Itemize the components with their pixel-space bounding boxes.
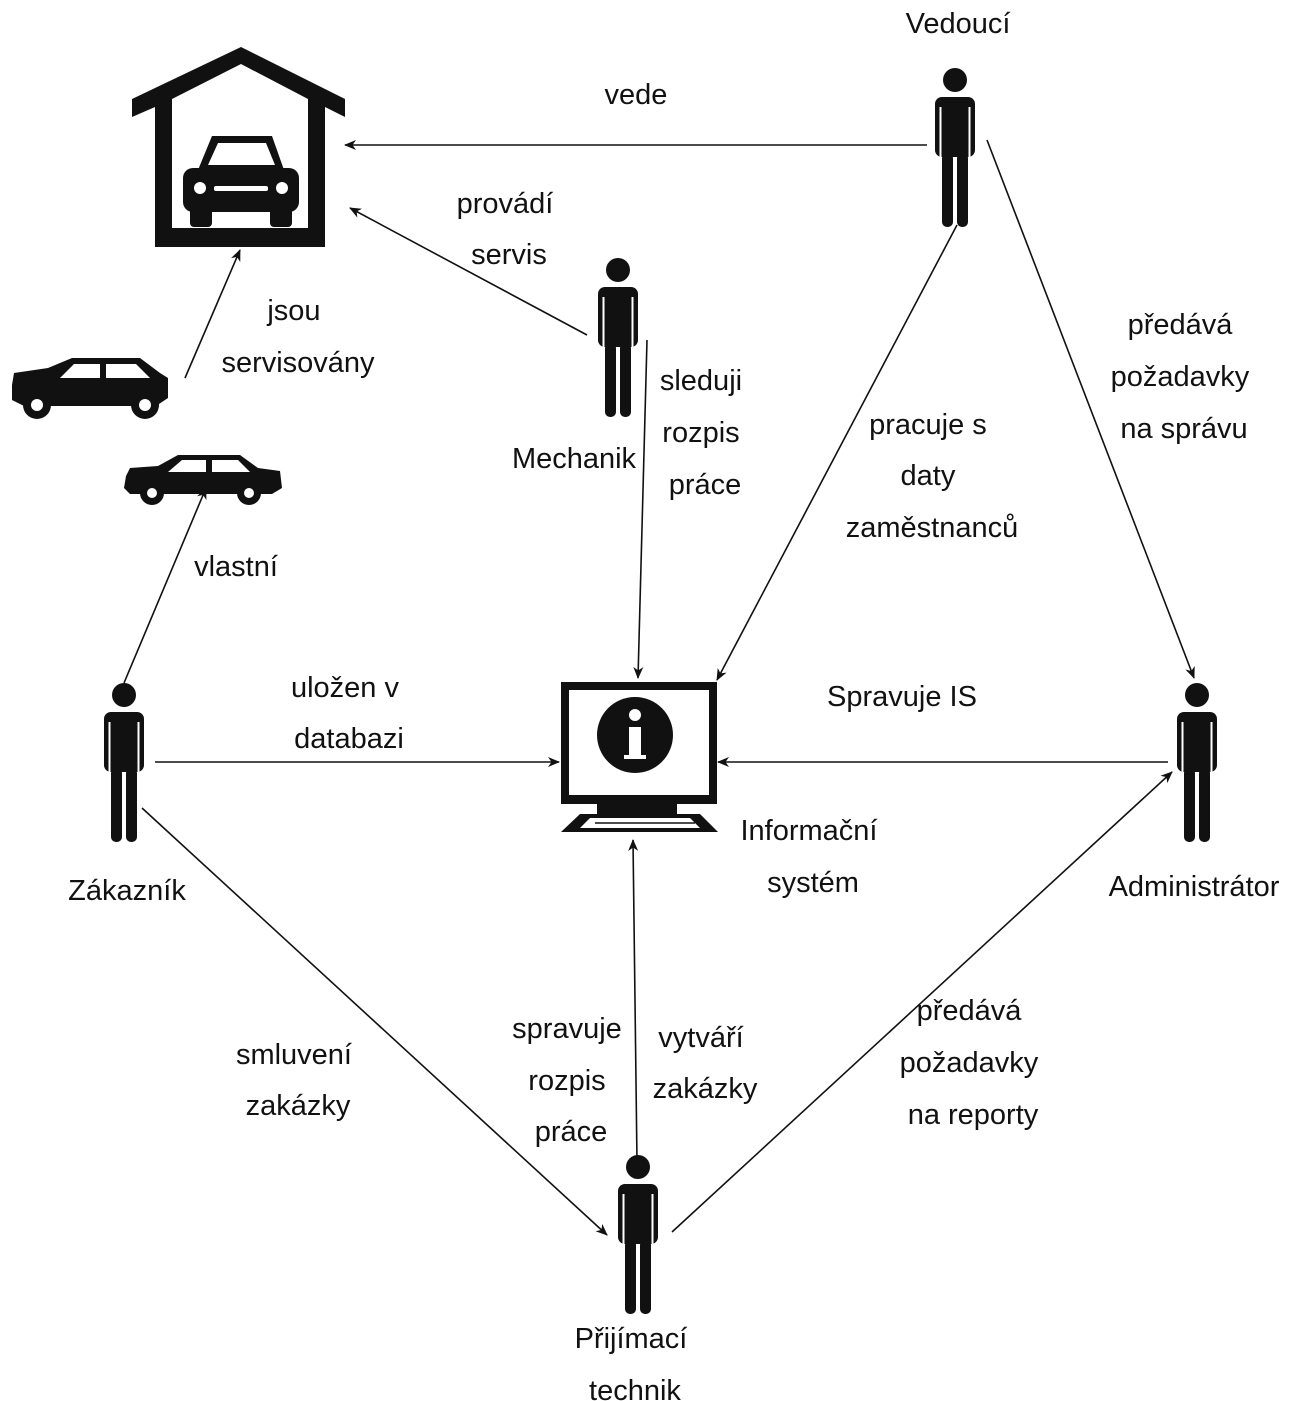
edge-jsou-servisovany <box>184 249 241 379</box>
edge-label-provadi-servis: provádí servis <box>457 188 562 271</box>
edge-predava-pozadavky-na-reporty <box>671 771 1173 1233</box>
person-icon <box>103 682 145 843</box>
edge-label-predava-na-spravu: předává požadavky na správu <box>1111 309 1258 445</box>
person-icon <box>617 1154 659 1315</box>
information-system-label: Informační systém <box>740 815 885 899</box>
edge-label-predava-na-reporty: předává požadavky na reporty <box>900 995 1047 1131</box>
person-icon <box>1176 682 1218 843</box>
edge-label-vlastni: vlastní <box>194 551 278 583</box>
edge-predava-pozadavky-na-spravu <box>986 139 1195 679</box>
computer-info-icon <box>561 682 718 832</box>
edge-provadi-servis <box>349 207 588 336</box>
zakaznik-label: Zákazník <box>68 875 186 907</box>
edge-label-pracuje-s-daty: pracuje s daty zaměstnanců <box>846 409 1019 544</box>
edge-label-vytvari-zakazky: vytváří zakázky <box>653 1022 758 1105</box>
edge-label-ulozen-v-databazi: uložen v databazi <box>291 672 407 755</box>
edge-smluveni-zakazky <box>141 807 608 1236</box>
car-icon <box>124 455 282 505</box>
edge-label-spravuje-is: Spravuje IS <box>827 681 977 713</box>
administrator-label: Administrátor <box>1109 871 1280 903</box>
mechanik-label: Mechanik <box>512 443 637 475</box>
car-icon <box>12 358 168 419</box>
person-icon <box>597 257 639 418</box>
vedouci-label: Vedoucí <box>906 8 1011 40</box>
edge-label-spravuje-rozpis-prace: spravuje rozpis práce <box>512 1013 630 1148</box>
garage-icon <box>132 47 345 247</box>
edge-label-smluveni-zakazky: smluvení zakázky <box>236 1039 360 1122</box>
edge-label-vede: vede <box>605 79 668 111</box>
edge-vlastni <box>123 487 207 684</box>
edge-label-sleduji-rozpis-prace: sleduji rozpis práce <box>660 365 750 501</box>
person-icon <box>934 67 976 228</box>
edge-spravuje-vytvari <box>628 839 639 1163</box>
prijimaci-technik-label: Přijímací technik <box>575 1323 696 1401</box>
edge-sleduji-rozpis-prace <box>633 339 648 679</box>
edge-label-jsou-servisovany: jsou servisovány <box>221 295 375 379</box>
edge-pracuje-s-daty <box>716 224 958 681</box>
